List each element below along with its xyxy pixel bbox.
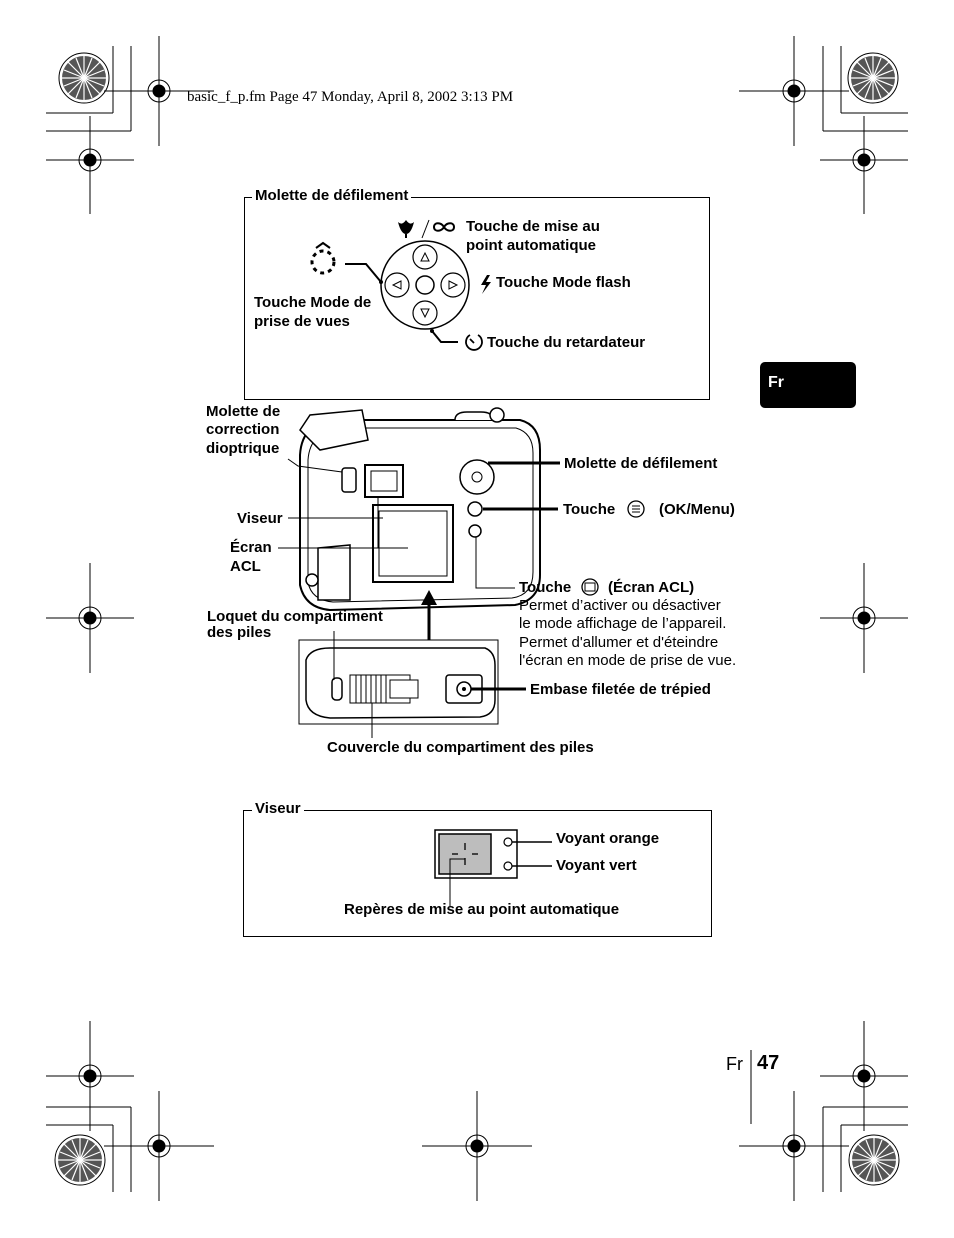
monitor-button-label-prefix: Touche — [519, 579, 572, 596]
battery-latch-label-1: Loquet du compartiment — [207, 608, 383, 625]
af-button-label-2: point automatique — [466, 237, 596, 254]
battery-latch-label-2: des piles — [207, 624, 272, 641]
lcd-label-1: Écran — [230, 539, 272, 556]
af-marks-label: Repères de mise au point automatique — [344, 901, 620, 918]
monitor-button-label-suffix: (Écran ACL) — [608, 579, 695, 596]
infinity-icon — [432, 222, 456, 232]
arrow-pad-label: Molette de défilement — [564, 455, 718, 472]
ok-button-label-prefix: Touche — [563, 501, 616, 518]
mode-button-label-2: prise de vues — [254, 313, 350, 330]
monitor-desc-4: l'écran en mode de prise de vue. — [519, 652, 737, 669]
monitor-desc-1: Permet d’activer ou désactiver — [519, 597, 721, 614]
viewfinder-panel-title: Viseur — [252, 800, 304, 818]
green-lamp-label: Voyant vert — [556, 857, 637, 874]
registration-star-icon — [58, 52, 110, 104]
registration-star-icon — [848, 1134, 900, 1186]
macro-icon — [398, 220, 414, 238]
af-button-label-1: Touche de mise au — [466, 218, 600, 235]
viewfinder-label: Viseur — [237, 510, 283, 527]
orange-lamp-label: Voyant orange — [556, 830, 660, 847]
flash-icon — [481, 275, 491, 294]
flash-button-label: Touche Mode flash — [496, 274, 631, 291]
footer-lang: Fr — [726, 1054, 743, 1074]
diopter-label-1: Molette de — [206, 403, 281, 420]
language-tab: Fr — [760, 362, 856, 408]
mode-button-label-1: Touche Mode de — [254, 294, 372, 311]
header-text: basic_f_p.fm Page 47 Monday, April 8, 20… — [187, 89, 514, 105]
registration-star-icon — [847, 52, 899, 104]
language-tab-label: Fr — [768, 374, 784, 391]
viewfinder-panel — [243, 810, 712, 937]
battery-cover-label: Couvercle du compartiment des piles — [327, 739, 594, 756]
tripod-socket-label: Embase filetée de trépied — [530, 681, 711, 698]
dial-panel — [244, 197, 710, 400]
crosshair-target-icon — [46, 36, 908, 1201]
monitor-desc-2: le mode affichage de l’appareil. — [519, 615, 727, 632]
registration-star-icon — [54, 1134, 106, 1186]
diopter-label-3: dioptrique — [206, 440, 280, 457]
diopter-label-2: correction — [206, 421, 280, 438]
self-timer-button-label: Touche du retardateur — [487, 334, 646, 351]
page-number: 47 — [757, 1052, 780, 1074]
lcd-label-2: ACL — [230, 558, 261, 575]
self-timer-icon — [465, 334, 483, 351]
monitor-desc-3: Permet d'allumer et d'éteindre — [519, 634, 719, 651]
ok-button-label-suffix: (OK/Menu) — [659, 501, 735, 518]
dial-panel-title: Molette de défilement — [252, 187, 412, 205]
